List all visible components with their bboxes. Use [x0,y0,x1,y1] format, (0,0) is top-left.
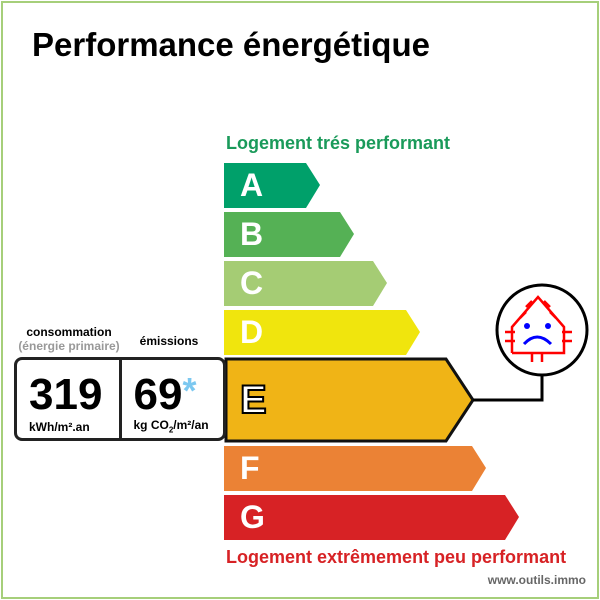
emissions-unit: kg CO2/m²/an [134,418,209,434]
unit-sub: 2 [168,425,174,434]
emissions-value-wrap: 69* [134,370,197,420]
values-box: 319 kWh/m².an 69* kg CO2/m²/an [14,357,226,441]
page-title: Performance énergétique [32,26,430,63]
class-bar-e [224,357,475,443]
sad-house-heat-loss-icon [495,283,589,377]
emissions-label: émissions [139,334,199,348]
class-bar-g [224,495,519,540]
consumption-cell: 319 kWh/m².an [17,360,119,438]
class-letter-g: G [240,499,265,535]
unit-post: /m²/an [173,417,209,432]
emissions-cell: 69* kg CO2/m²/an [118,360,224,438]
consumption-value: 319 [29,370,103,419]
class-bar-a [224,163,320,208]
class-letter-f: F [240,450,260,486]
class-letter-d: D [240,314,264,350]
consumption-sublabel: (énergie primaire) [18,339,120,353]
class-bar-d [224,310,420,355]
top-label: Logement trés performant [226,133,451,153]
consumption-unit: kWh/m².an [29,420,90,434]
class-letter-e: E [239,377,268,423]
emissions-value: 69 [133,370,183,419]
website-link[interactable]: www.outils.immo [487,573,586,587]
class-bar-b [224,212,354,257]
unit-pre: kg CO [133,417,169,432]
asterisk: * [182,370,197,411]
connector-line [473,376,544,402]
class-letter-c: C [240,265,264,301]
class-letter-b: B [240,216,264,252]
class-bar-c [224,261,387,306]
consumption-label: consommation [26,325,112,339]
class-bar-f [224,446,486,491]
class-letter-a: A [240,167,264,203]
bottom-label: Logement extrêmement peu performant [226,547,567,567]
